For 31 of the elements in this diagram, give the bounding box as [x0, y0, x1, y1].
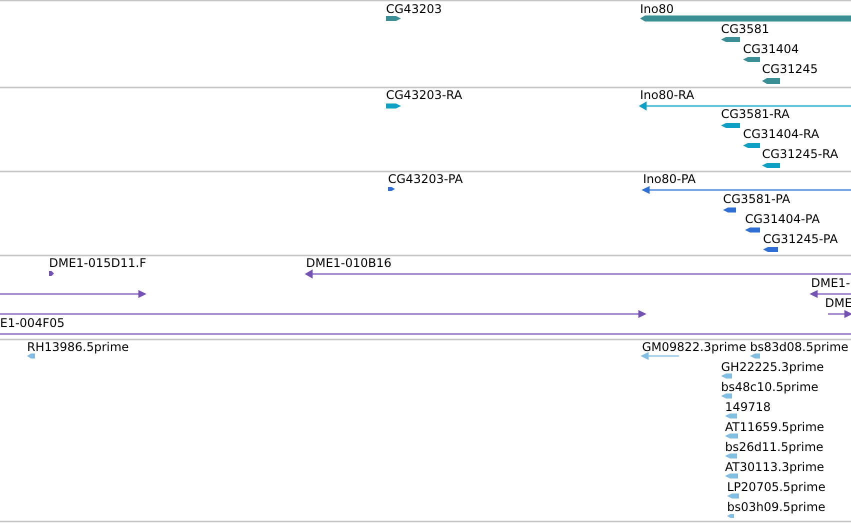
feature-label: AT30113.3prime [725, 460, 824, 474]
feature-label: CG3581-PA [723, 192, 790, 206]
feature-label: CG31404 [743, 42, 799, 56]
feature-label: bs83d08.5prime [750, 340, 848, 354]
feature-label: DME1-015D11.F [49, 256, 146, 270]
feature-label: LP20705.5prime [727, 480, 826, 494]
feature-label: DME1- [811, 276, 850, 290]
feature-label: DME1-010B16 [306, 256, 392, 270]
feature-label: GM09822.3prime [642, 340, 746, 354]
feature-label: CG31404-RA [743, 127, 820, 141]
feature-label: CG3581-RA [721, 107, 790, 121]
feature-label: bs26d11.5prime [725, 440, 824, 454]
feature-label: bs03h09.5prime [727, 500, 826, 514]
feature-label: GH22225.3prime [721, 360, 824, 374]
feature-label: CG31245 [762, 62, 818, 76]
feature-label: CG31404-PA [745, 212, 820, 226]
feature-label: Ino80 [640, 2, 674, 16]
feature-label: bs48c10.5prime [721, 380, 818, 394]
feature-label: Ino80-RA [640, 88, 694, 102]
feature-label: CG31245-RA [762, 147, 838, 161]
feature-label: CG43203-PA [388, 172, 463, 186]
feature-label: CG31245-PA [763, 232, 838, 246]
feature-label: Ino80-PA [643, 172, 696, 186]
feature-label: CG43203 [386, 2, 442, 16]
feature-label: CG3581 [721, 22, 770, 36]
feature-label: CG43203-RA [386, 88, 462, 102]
feature-label: RH13986.5prime [27, 340, 129, 354]
feature-label: 149718 [725, 400, 771, 414]
feature-label: AT11659.5prime [725, 420, 824, 434]
feature-label: DME [825, 296, 851, 310]
feature-label: E1-004F05 [0, 316, 65, 330]
